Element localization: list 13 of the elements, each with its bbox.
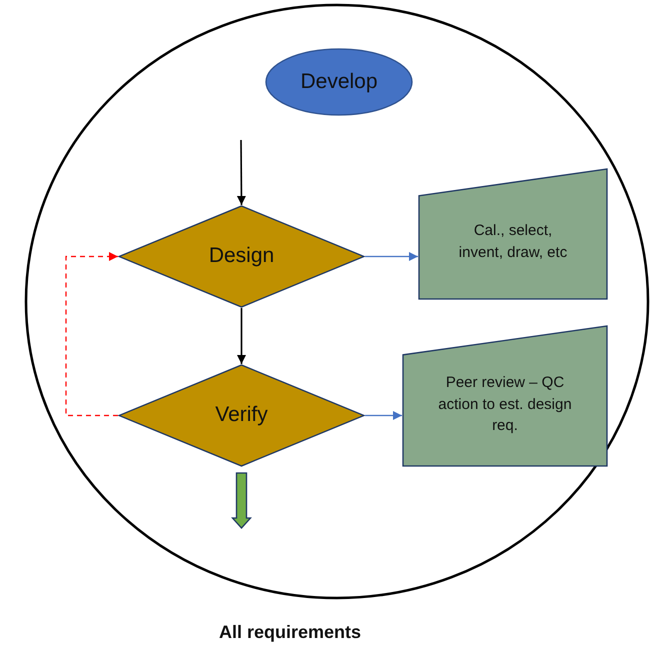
boundary-ellipse: [24, 3, 650, 600]
node-text: Verify: [215, 402, 268, 428]
arrow: [236, 140, 246, 205]
node-text: Cal., select, invent, draw, etc: [458, 221, 568, 263]
node-text: Peer review – QC action to est. design req.: [438, 372, 572, 436]
arrow: [365, 252, 418, 261]
node-text: All requirements: [218, 620, 362, 644]
arrow: [237, 308, 246, 364]
node-text: Design: [208, 243, 274, 270]
arrow: [365, 411, 402, 420]
arrow: [65, 252, 118, 416]
block-arrow: [231, 472, 252, 529]
node-text: Develop: [300, 68, 378, 95]
